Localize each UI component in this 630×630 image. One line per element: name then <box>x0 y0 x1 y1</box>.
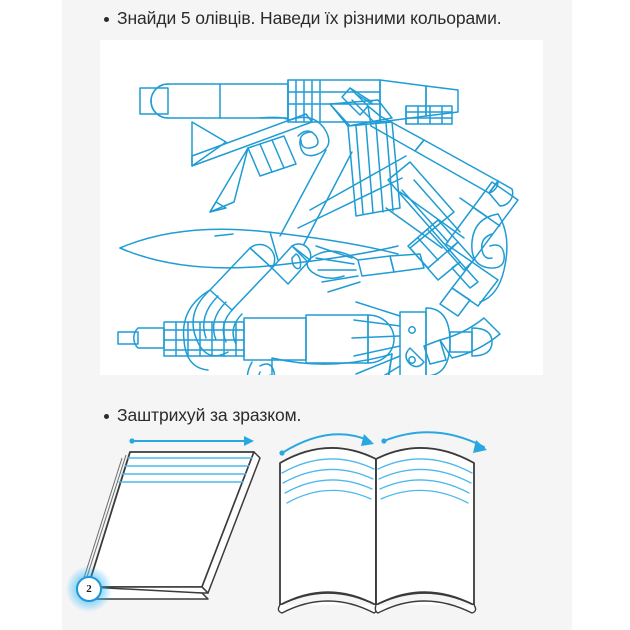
worksheet-sheet: Знайди 5 олівців. Наведи їх різними коль… <box>62 0 572 630</box>
task-hatch-by-sample: Заштрихуй за зразком. <box>62 405 572 614</box>
task-2-text: Заштрихуй за зразком. <box>117 405 302 425</box>
bullet-icon <box>104 414 109 419</box>
page-number: 2 <box>76 576 102 602</box>
task-1-text: Знайди 5 олівців. Наведи їх різними коль… <box>117 8 502 28</box>
task-find-pencils: Знайди 5 олівців. Наведи їх різними коль… <box>62 8 572 375</box>
hidden-pencils-picture[interactable] <box>100 40 543 375</box>
bullet-icon <box>104 17 109 22</box>
task-2-header: Заштрихуй за зразком. <box>62 405 572 426</box>
straight-arrow-icon <box>129 436 254 446</box>
hatching-sample[interactable] <box>82 427 572 625</box>
page-number-badge: 2 <box>66 566 112 612</box>
closed-book-drawing <box>82 451 261 600</box>
curved-arrow-left-icon <box>279 433 374 456</box>
open-book-drawing <box>277 447 477 614</box>
task-1-header: Знайди 5 олівців. Наведи їх різними коль… <box>62 8 572 29</box>
curved-arrow-right-icon <box>381 431 487 453</box>
